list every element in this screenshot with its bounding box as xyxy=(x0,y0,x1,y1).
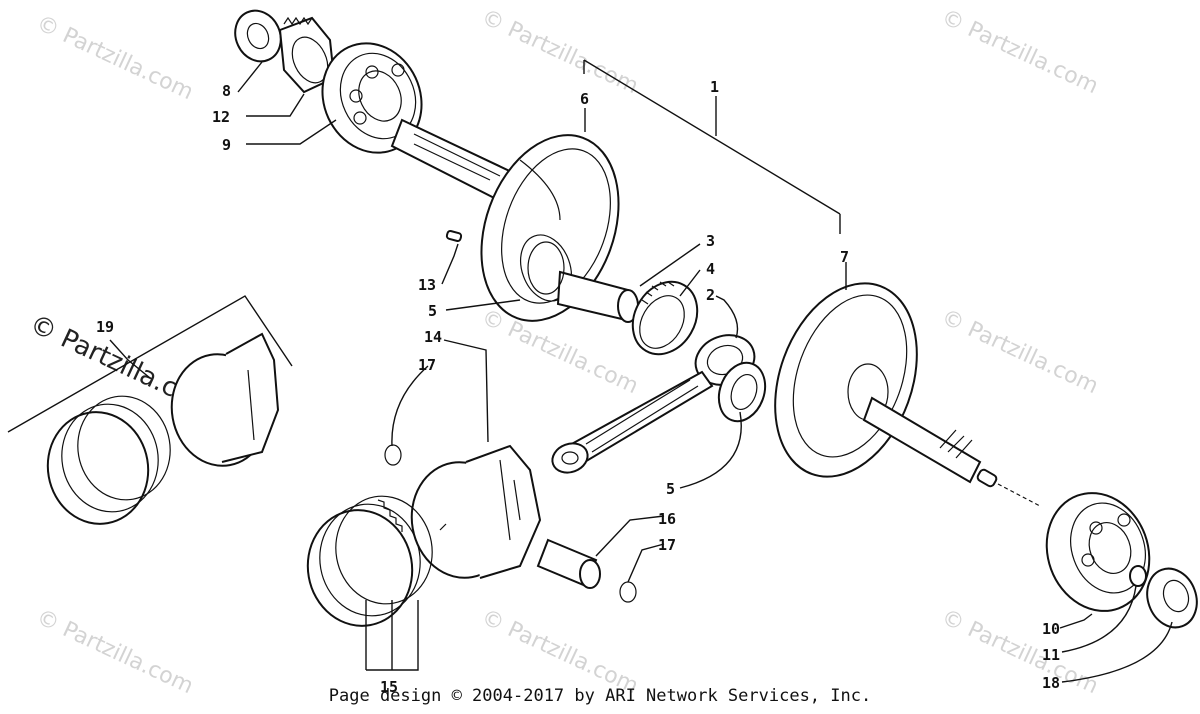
watermarks: © Partzilla.com © Partzilla.com © Partzi… xyxy=(25,5,1102,699)
callout-10: 10 xyxy=(1042,620,1060,638)
washer-5-lower xyxy=(717,361,767,423)
callout-16: 16 xyxy=(658,510,676,528)
watermark: © Partzilla.com xyxy=(937,5,1101,99)
crankshaft-right-shaft xyxy=(862,396,998,488)
bearing-10 xyxy=(1045,492,1151,612)
callout-15: 15 xyxy=(380,678,398,696)
callout-11: 11 xyxy=(1042,646,1060,664)
wrist-pin-16 xyxy=(536,538,601,589)
callout-7: 7 xyxy=(840,248,849,266)
bearing-9 xyxy=(321,42,423,154)
callout-6: 6 xyxy=(580,90,589,108)
woodruff-key-13 xyxy=(445,229,463,243)
oil-seal-18 xyxy=(1146,567,1198,629)
o-ring-11 xyxy=(1129,565,1147,587)
callout-17: 17 xyxy=(658,536,676,554)
callout-9: 9 xyxy=(222,136,231,154)
callout-5: 5 xyxy=(428,302,437,320)
centerline xyxy=(997,483,1041,507)
crank-pin-3 xyxy=(556,270,639,323)
callout-4: 4 xyxy=(706,260,715,278)
piston-rings-15 xyxy=(306,495,433,627)
washer-5-upper xyxy=(527,241,565,295)
piston-14 xyxy=(410,444,542,579)
callout-12: 12 xyxy=(212,108,230,126)
callout-17: 17 xyxy=(418,356,436,374)
circlip-17-lower xyxy=(619,581,637,603)
callout-18: 18 xyxy=(1042,674,1060,692)
callout-5: 5 xyxy=(666,480,675,498)
bearing-8 xyxy=(234,9,282,63)
callout-13: 13 xyxy=(418,276,436,294)
callout-8: 8 xyxy=(222,82,231,100)
piston-assembly-19 xyxy=(7,295,293,525)
watermark: © Partzilla.com xyxy=(937,305,1101,399)
crank-web-6 xyxy=(480,134,620,322)
callout-2: 2 xyxy=(706,286,715,304)
needle-bearing-4 xyxy=(631,280,699,356)
circlip-17-upper xyxy=(384,444,402,466)
leader-lines xyxy=(109,59,1173,683)
watermark: © Partzilla.com xyxy=(477,5,641,99)
callouts: 1 6 7 8 12 9 3 4 2 13 5 14 17 19 5 16 17… xyxy=(96,78,1060,696)
crank-web-7 xyxy=(774,282,918,478)
callout-14: 14 xyxy=(424,328,442,346)
copyright-footer: Page design © 2004-2017 by ARI Network S… xyxy=(328,686,872,706)
callout-19: 19 xyxy=(96,318,114,336)
callout-3: 3 xyxy=(706,232,715,250)
callout-1: 1 xyxy=(710,78,719,96)
watermark: © Partzilla.com xyxy=(32,11,196,105)
